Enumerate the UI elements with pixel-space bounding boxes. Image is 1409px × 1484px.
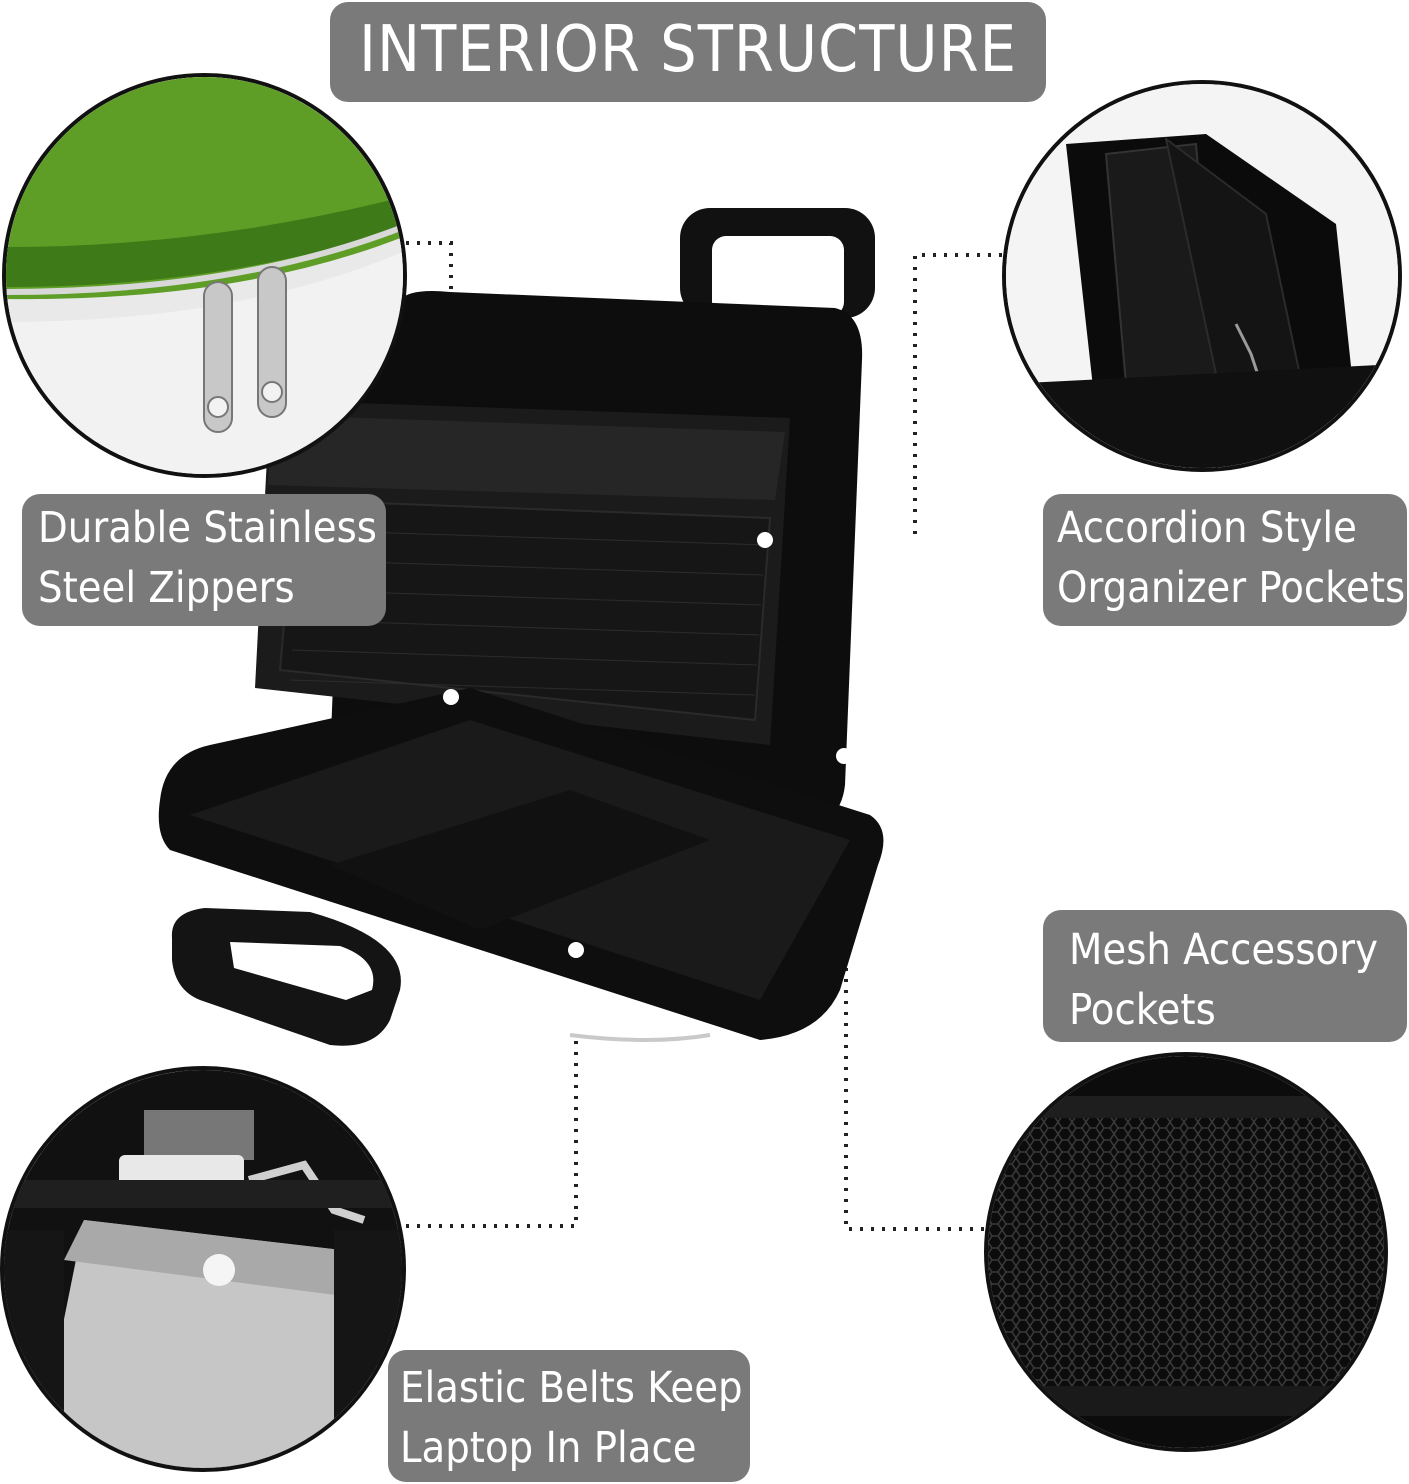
- zipper-closeup-image: [2, 73, 407, 478]
- marker-dot-mesh: [836, 748, 852, 764]
- connector-accordion: [913, 253, 1002, 540]
- feature-label-text: Elastic Belts Keep: [400, 1363, 743, 1413]
- feature-label-text: Laptop In Place: [400, 1423, 697, 1473]
- feature-label-text: Pockets: [1069, 985, 1216, 1035]
- connector-elastic: [406, 1035, 578, 1228]
- open-laptop-bag-image: [150, 200, 890, 1060]
- zipper-pull-icon: [203, 266, 287, 433]
- feature-label-text: Accordion Style: [1057, 503, 1357, 553]
- feature-label-mesh: Mesh Accessory Pockets: [1043, 910, 1407, 1042]
- feature-label-zippers: Durable Stainless Steel Zippers: [22, 494, 386, 626]
- marker-dot-elastic: [568, 942, 584, 958]
- feature-label-text: Mesh Accessory: [1069, 925, 1378, 975]
- page-title: INTERIOR STRUCTURE: [330, 2, 1046, 102]
- mesh-pocket-closeup-image: [984, 1052, 1388, 1452]
- feature-label-text: Durable Stainless: [38, 503, 377, 553]
- feature-label-text: Organizer Pockets: [1057, 563, 1406, 613]
- feature-label-text: Steel Zippers: [38, 563, 295, 613]
- feature-label-elastic: Elastic Belts Keep Laptop In Place: [388, 1350, 750, 1482]
- organizer-pocket-closeup-image: [1002, 80, 1402, 472]
- feature-label-accordion: Accordion Style Organizer Pockets: [1043, 494, 1407, 626]
- page-title-text: INTERIOR STRUCTURE: [359, 13, 1017, 87]
- elastic-belts-closeup-image: [0, 1066, 406, 1472]
- marker-dot-accordion: [757, 532, 773, 548]
- marker-dot-zippers: [443, 689, 459, 705]
- apple-logo-icon: [203, 1254, 235, 1286]
